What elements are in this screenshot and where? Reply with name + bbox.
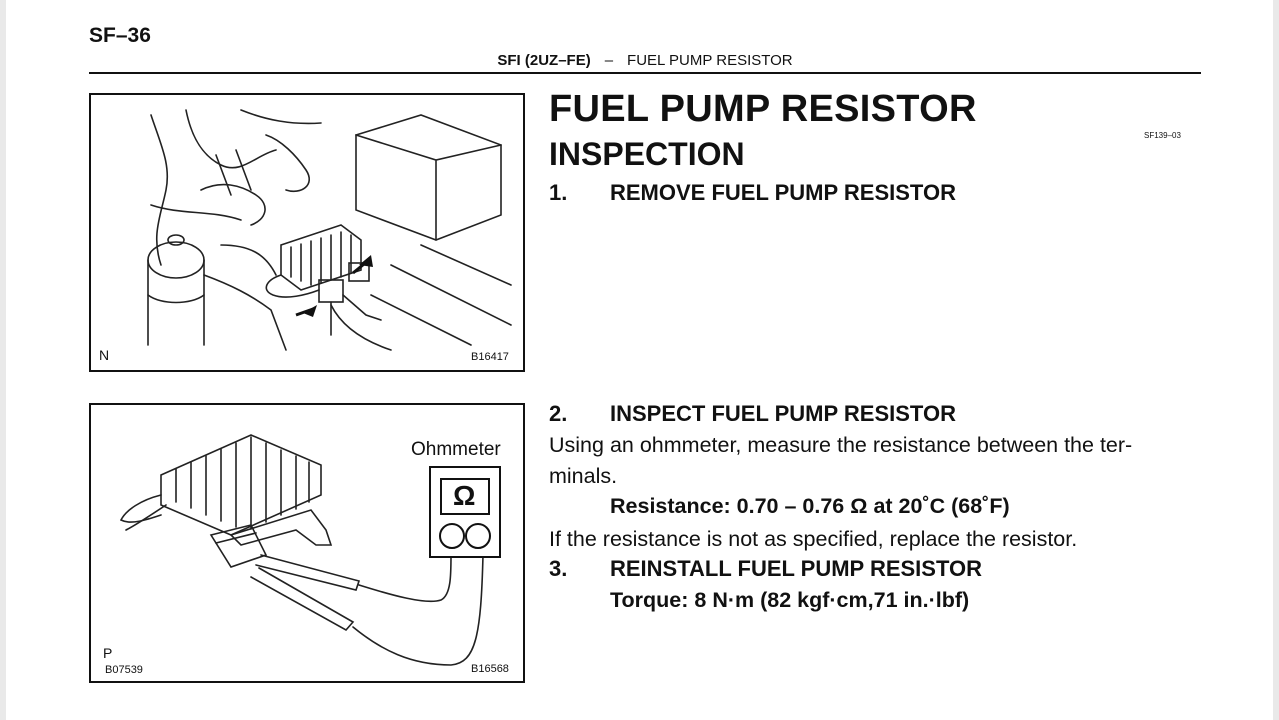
engine-bay-illustration: [147, 109, 512, 351]
page-number: SF–36: [89, 24, 151, 47]
instruction-line: Using an ohmmeter, measure the resistanc…: [549, 433, 1133, 457]
figure-resistor-location: N B16417: [89, 93, 525, 372]
ohmmeter-test-illustration: [119, 434, 501, 666]
section-name: SFI (2UZ–FE): [497, 52, 591, 69]
document-code: SF139–03: [1144, 131, 1181, 140]
figure-code-left: B07539: [105, 664, 143, 676]
step-number: 3.: [549, 556, 568, 581]
step-2: 2. INSPECT FUEL PUMP RESISTOR: [549, 401, 956, 427]
replace-note: If the resistance is not as specified, r…: [549, 527, 1078, 551]
step-number: 1.: [549, 180, 568, 205]
step-label: INSPECT FUEL PUMP RESISTOR: [610, 401, 956, 426]
manual-page: SF–36 SFI (2UZ–FE)–FUEL PUMP RESISTOR: [6, 0, 1273, 720]
section-subtitle: INSPECTION: [549, 136, 745, 172]
instruction-line: minals.: [549, 464, 618, 488]
step-1: 1. REMOVE FUEL PUMP RESISTOR: [549, 180, 956, 206]
figure-code: B16417: [471, 351, 509, 363]
step-number: 2.: [549, 401, 568, 426]
figure-code: B16568: [471, 663, 509, 675]
figure-ohmmeter-test: Ohmmeter Ω P B07539 B16568: [89, 403, 525, 683]
step-3: 3. REINSTALL FUEL PUMP RESISTOR: [549, 556, 982, 582]
figure-corner-label: N: [99, 347, 110, 363]
step-2-instruction: Using an ohmmeter, measure the resistanc…: [549, 430, 1209, 492]
page-title: FUEL PUMP RESISTOR: [549, 88, 977, 130]
step-label: REMOVE FUEL PUMP RESISTOR: [610, 180, 956, 205]
resistance-spec: Resistance: 0.70 – 0.76 Ω at 20˚C (68˚F): [610, 494, 1010, 518]
header-separator: –: [604, 52, 614, 69]
step-label: REINSTALL FUEL PUMP RESISTOR: [610, 556, 983, 581]
ohm-symbol: Ω: [453, 480, 476, 511]
running-header: SFI (2UZ–FE)–FUEL PUMP RESISTOR: [89, 52, 1201, 74]
torque-spec: Torque: 8 N·m (82 kgf·cm,71 in.·lbf): [610, 588, 970, 612]
figure-corner-label: P: [103, 645, 113, 661]
ohmmeter-label: Ohmmeter: [411, 439, 501, 460]
header-topic: FUEL PUMP RESISTOR: [627, 52, 793, 69]
